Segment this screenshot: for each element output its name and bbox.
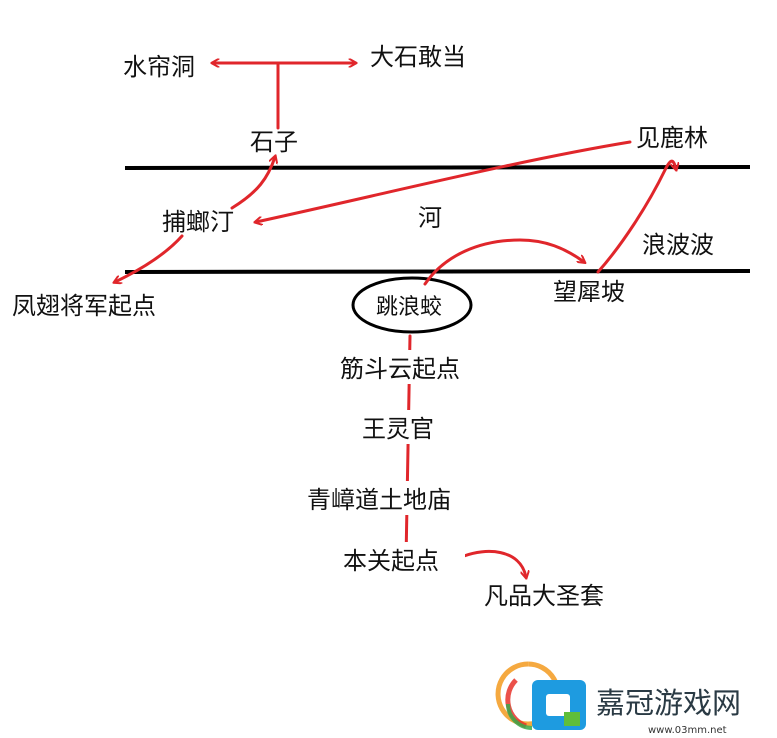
arrow-butangting-shizi <box>230 157 275 210</box>
highlight-circle <box>351 276 473 334</box>
arrow-jianlulin-butangting <box>256 140 632 222</box>
node-qingzhang: 青嶂道土地庙 <box>307 486 451 514</box>
river-bank-top <box>124 165 751 170</box>
watermark-site-name: 嘉冠游戏网 <box>596 686 741 720</box>
node-langbobo: 浪波波 <box>642 231 714 259</box>
node-dashi: 大石敢当 <box>370 43 466 71</box>
river-bank-bottom <box>124 269 751 274</box>
node-butangting: 捕螂汀 <box>162 208 234 236</box>
node-fengchi: 凤翅将军起点 <box>12 292 156 320</box>
watermark-site-url: www.03mm.net <box>648 725 727 736</box>
node-tiaolangjiao: 跳浪蛟 <box>376 295 442 320</box>
node-jindouyun: 筋斗云起点 <box>340 355 460 383</box>
node-wanglingguan: 王灵官 <box>362 415 434 443</box>
river-label: 河 <box>418 204 442 232</box>
arrow-benguan-fanpin <box>462 550 526 577</box>
node-wangxipo: 望犀坡 <box>553 278 625 306</box>
node-shizi: 石子 <box>250 128 298 156</box>
node-fanpin: 凡品大圣套 <box>484 582 604 610</box>
node-jianlulin: 见鹿林 <box>636 124 708 152</box>
arrow-tiaolangjiao-wangxipo <box>423 238 584 286</box>
node-benguan: 本关起点 <box>343 547 439 575</box>
route-arrows <box>115 63 676 577</box>
node-shuiliandong: 水帘洞 <box>123 53 195 81</box>
watermark: 嘉冠游戏网 www.03mm.net <box>495 661 741 736</box>
arrow-butangting-fengchi <box>115 234 184 282</box>
arrow-wangxipo-jianlulin <box>596 159 676 274</box>
watermark-logo-icon <box>495 661 586 730</box>
